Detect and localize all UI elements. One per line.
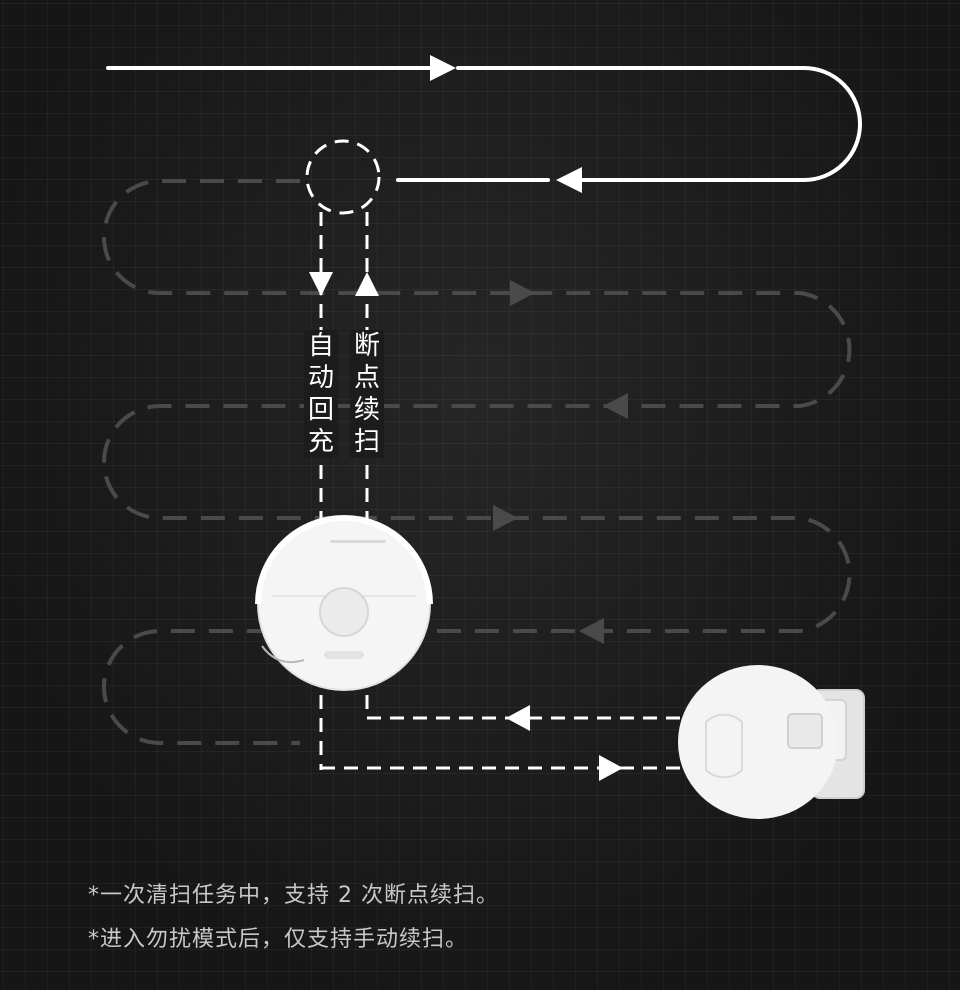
arrow-icon — [430, 55, 456, 81]
white-arrows — [430, 55, 582, 193]
arrow-right-icon — [599, 755, 623, 781]
robot-vacuum-icon — [255, 515, 433, 691]
charging-dock-icon — [678, 665, 865, 819]
arrow-down-icon — [309, 272, 333, 296]
arrow-left-icon — [506, 705, 530, 731]
dim-arrow-left-1 — [603, 393, 628, 419]
footnote-dnd-mode: *进入勿扰模式后，仅支持手动续扫。 — [88, 927, 469, 952]
auto-recharge-label: 自动回充 — [304, 330, 338, 458]
dim-arrow-right-2 — [493, 505, 518, 531]
arrow-up-icon — [355, 272, 379, 296]
footnote-resume-limit: *一次清扫任务中，支持 2 次断点续扫。 — [88, 883, 499, 908]
resume-cleaning-label: 断点续扫 — [350, 330, 384, 458]
dim-arrows — [493, 280, 628, 644]
route-turn — [456, 66, 862, 182]
pause-position-circle — [305, 139, 381, 215]
arrow-icon — [556, 167, 582, 193]
cleaning-route-dim — [102, 179, 852, 745]
route-arrows — [309, 272, 623, 781]
dim-path-row-1 — [102, 179, 852, 745]
dim-arrow-right-1 — [510, 280, 535, 306]
completed-route — [106, 66, 862, 182]
dim-arrow-left-2 — [579, 618, 604, 644]
